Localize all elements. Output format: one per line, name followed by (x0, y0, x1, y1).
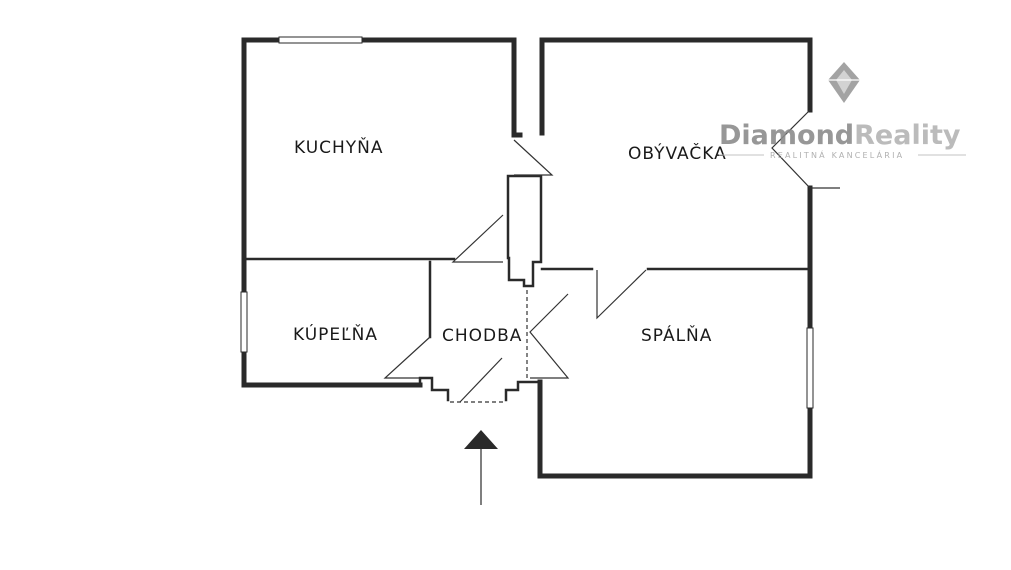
door-balcony (771, 109, 840, 189)
wall-living-top (539, 37, 813, 113)
doors (383, 109, 840, 403)
door-kitchen (513, 139, 554, 176)
door-bedroom (529, 293, 570, 379)
logo-wordmark: DiamondReality (719, 120, 961, 151)
wall-bathroom-bottom (241, 349, 423, 388)
wall-bedroom-outer (537, 379, 813, 479)
watermark-logo: DiamondReality REALITNÁ KANCELÁRIA (719, 62, 966, 160)
room-label-bedroom: SPÁLŇA (641, 324, 712, 346)
wall-kitchen-top-right (359, 37, 523, 138)
logo-tagline: REALITNÁ KANCELÁRIA (770, 149, 904, 160)
window-bathroom (240, 291, 248, 353)
diamond-logo-icon (828, 62, 860, 103)
wall-entry-right-step (504, 380, 542, 402)
logo-name-light: Reality (854, 120, 961, 151)
room-label-kitchen: KUCHYŇA (294, 136, 384, 158)
wall-central-partition (506, 174, 543, 288)
walls (241, 37, 813, 479)
door-hallway-kitchen (451, 214, 504, 263)
entrance-arrow-icon (464, 430, 498, 505)
logo-name-dark: Diamond (719, 120, 854, 151)
wall-entry-left-step (418, 376, 450, 402)
room-label-bathroom: KÚPEĽŇA (293, 323, 378, 345)
window-kitchen (278, 36, 363, 44)
windows (240, 36, 814, 409)
room-label-living-room: OBÝVAČKA (628, 142, 727, 164)
door-living-room (596, 269, 647, 320)
door-bathroom (383, 336, 431, 379)
door-entrance (459, 357, 503, 403)
room-label-hallway: CHODBA (442, 326, 522, 346)
window-bedroom (806, 327, 814, 409)
